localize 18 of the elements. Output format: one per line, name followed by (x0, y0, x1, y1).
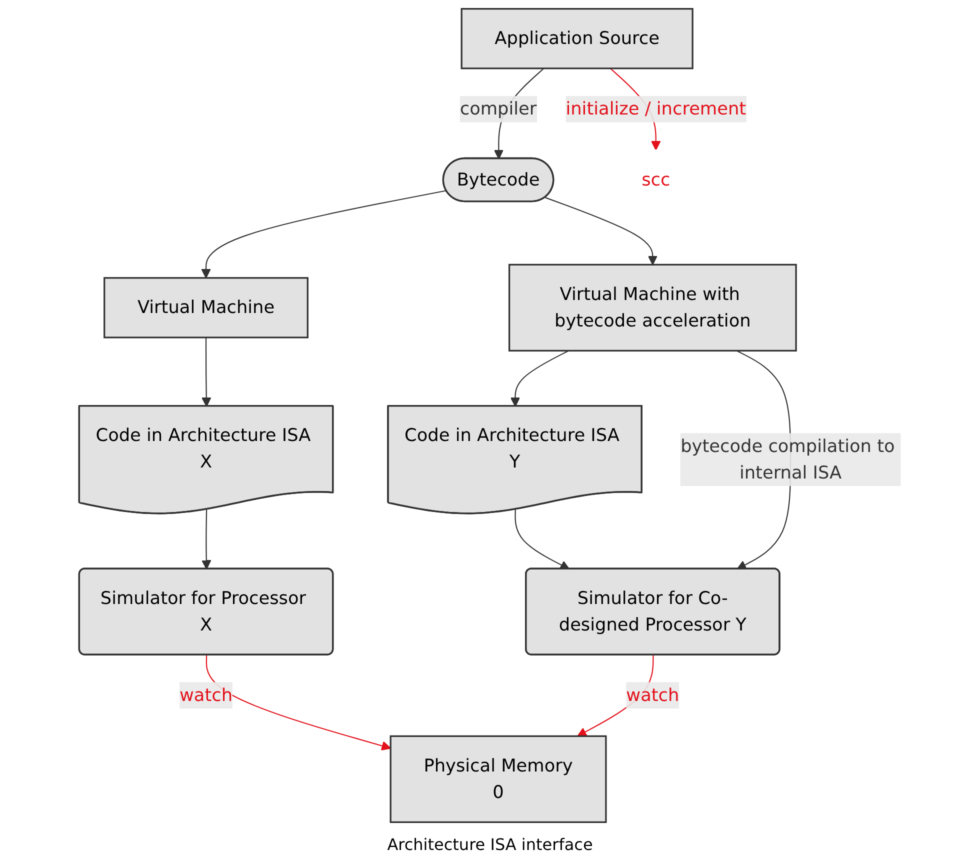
arrow (201, 190, 446, 278)
edge-label: initialize / increment (566, 98, 746, 120)
arrow (202, 510, 212, 570)
arrow (514, 510, 570, 570)
interface-label: Architecture ISA interface (387, 835, 593, 854)
arrow (545, 197, 658, 266)
node-box: Application Source (460, 8, 694, 70)
arrow (206, 655, 392, 751)
node-box: Virtual Machine with bytecode acceleration (508, 264, 797, 352)
edge-label: compiler (460, 98, 537, 120)
node-box: Virtual Machine (104, 277, 308, 338)
node-text: scc (642, 168, 670, 190)
edge-label: watch (626, 684, 680, 706)
arrow (510, 350, 569, 407)
edge-label: bytecode compilation to internal ISA (680, 435, 895, 483)
edge-label: watch (179, 684, 233, 706)
arrow (202, 337, 212, 407)
node-box: Physical Memory 0 (390, 735, 607, 823)
